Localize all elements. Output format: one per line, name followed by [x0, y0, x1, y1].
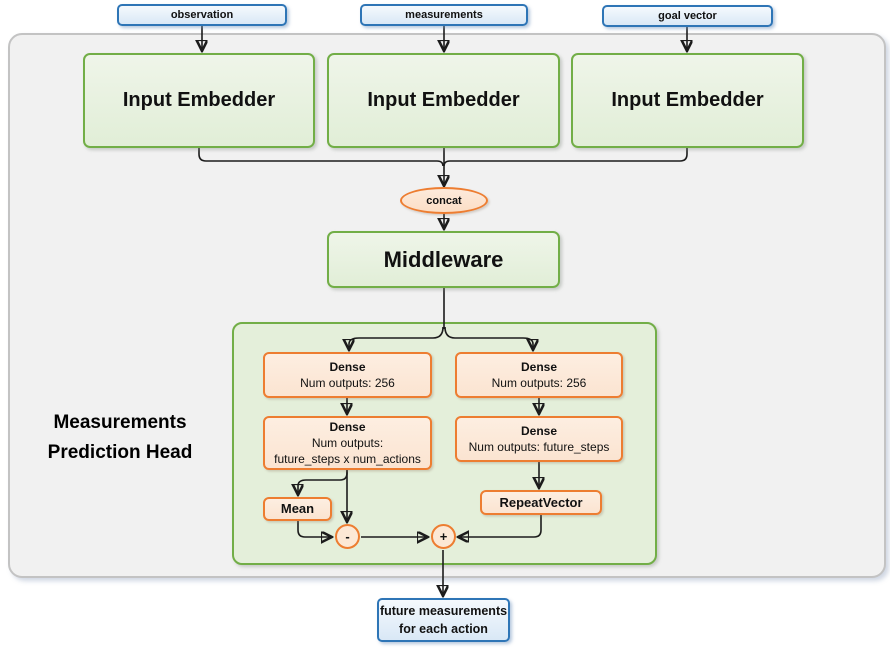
concat-node: concat — [400, 187, 488, 214]
input-embedder-observation: Input Embedder — [83, 53, 315, 148]
input-measurements-label: measurements — [405, 9, 483, 21]
input-embedder-goal-vector: Input Embedder — [571, 53, 804, 148]
dense-right-2-subtitle: Num outputs: future_steps — [468, 440, 610, 454]
input-embedder-label: Input Embedder — [611, 89, 764, 111]
input-observation: observation — [117, 4, 287, 26]
repeat-vector-label: RepeatVector — [499, 494, 583, 510]
input-embedder-label: Input Embedder — [122, 89, 276, 111]
input-goal-vector-label: goal vector — [658, 10, 717, 22]
dense-right-1-subtitle: Num outputs: 256 — [491, 376, 587, 390]
mean-label: Mean — [280, 501, 315, 517]
concat-label: concat — [426, 194, 462, 207]
dense-right-2: Dense Num outputs: future_steps — [455, 416, 623, 462]
output-label-line2: for each action — [399, 622, 488, 636]
repeat-vector-node: RepeatVector — [480, 490, 602, 515]
dense-left-2-title: Dense — [329, 419, 366, 434]
dense-left-1: Dense Num outputs: 256 — [263, 352, 432, 398]
head-title: Measurements Prediction Head — [47, 412, 193, 464]
input-goal-vector: goal vector — [602, 5, 773, 27]
subtract-op-label: - — [345, 529, 350, 544]
dense-left-1-title: Dense — [329, 359, 366, 374]
dense-left-1-subtitle: Num outputs: 256 — [300, 376, 395, 390]
input-observation-label: observation — [170, 9, 234, 21]
add-op-node: + — [431, 524, 456, 549]
input-embedder-label: Input Embedder — [367, 89, 520, 111]
dense-left-2: Dense Num outputs: future_steps x num_ac… — [263, 416, 432, 470]
dense-right-2-title: Dense — [520, 423, 558, 438]
input-embedder-measurements: Input Embedder — [327, 53, 560, 148]
input-measurements: measurements — [360, 4, 528, 26]
dense-right-1-title: Dense — [520, 359, 558, 374]
middleware-label: Middleware — [383, 246, 504, 272]
middleware-node: Middleware — [327, 231, 560, 288]
subtract-op-node: - — [335, 524, 360, 549]
output-label-line1: future measurements — [379, 603, 508, 618]
dense-right-1: Dense Num outputs: 256 — [455, 352, 623, 398]
mean-node: Mean — [263, 497, 332, 521]
dense-left-2-subtitle: Num outputs: — [311, 435, 384, 450]
output-future-measurements: future measurements for each action — [377, 598, 510, 642]
add-op-label: + — [439, 529, 448, 544]
dense-left-2-subtitle2: future_steps x num_actions — [274, 452, 421, 467]
